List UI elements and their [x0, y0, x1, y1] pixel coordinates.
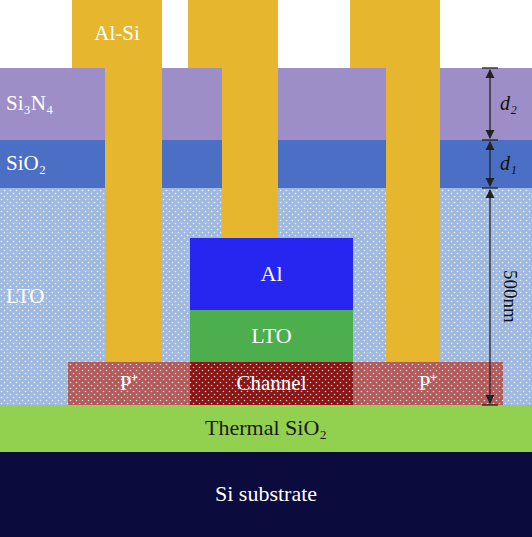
thickness-label: 500nm — [499, 270, 520, 323]
layer-label: P⁺ — [419, 372, 438, 395]
metal-via — [105, 68, 162, 362]
oxide-layer: SiO₂ — [0, 140, 532, 188]
dimension-tick — [482, 404, 498, 405]
al-si-metal — [105, 0, 440, 362]
dimension-tick — [482, 187, 498, 188]
gate-oxide: LTO — [190, 310, 353, 362]
thermal-oxide-layer: Thermal SiO₂ — [0, 405, 532, 452]
layer-label: Al — [261, 262, 283, 286]
layer-label: Si substrate — [215, 482, 317, 506]
layer-label: Thermal SiO₂ — [205, 416, 327, 440]
metal-pad — [188, 0, 278, 68]
metal-via — [222, 68, 278, 238]
dimension-arrow — [489, 190, 490, 403]
dimension-marks — [482, 68, 498, 405]
substrate: Si substrate — [0, 452, 532, 537]
metal-via — [386, 68, 440, 362]
layer-label: Al-Si — [94, 22, 140, 45]
thickness-label: d₁ — [500, 152, 517, 174]
layer-label: SiO₂ — [6, 152, 46, 175]
thermal-oxide-layer-fill — [0, 405, 532, 452]
gate-metal: Al — [190, 238, 353, 310]
dimension-arrow — [489, 142, 490, 186]
layer-label: LTO — [6, 285, 45, 308]
layer-label: Channel — [237, 372, 307, 395]
drain-region: P⁺ — [353, 362, 503, 405]
source-region: P⁺ — [68, 362, 190, 405]
substrate-fill — [0, 452, 532, 537]
layer-label: LTO — [251, 324, 291, 348]
gate-metal-fill — [190, 238, 353, 310]
metal-pad — [350, 0, 440, 68]
dimension-tick — [482, 139, 498, 140]
nitride-layer: Si₃N₄ — [0, 68, 532, 140]
layer-label: P⁺ — [120, 372, 139, 395]
gate-oxide-fill — [190, 310, 353, 362]
metal-pad-fill — [72, 0, 162, 68]
channel-region: Channel — [190, 362, 353, 405]
thickness-label: d₂ — [500, 92, 517, 114]
dimension-arrow — [489, 70, 490, 138]
layer-label: Si₃N₄ — [6, 92, 53, 115]
metal-pad: Al-Si — [72, 0, 162, 68]
dimension-tick — [482, 67, 498, 68]
